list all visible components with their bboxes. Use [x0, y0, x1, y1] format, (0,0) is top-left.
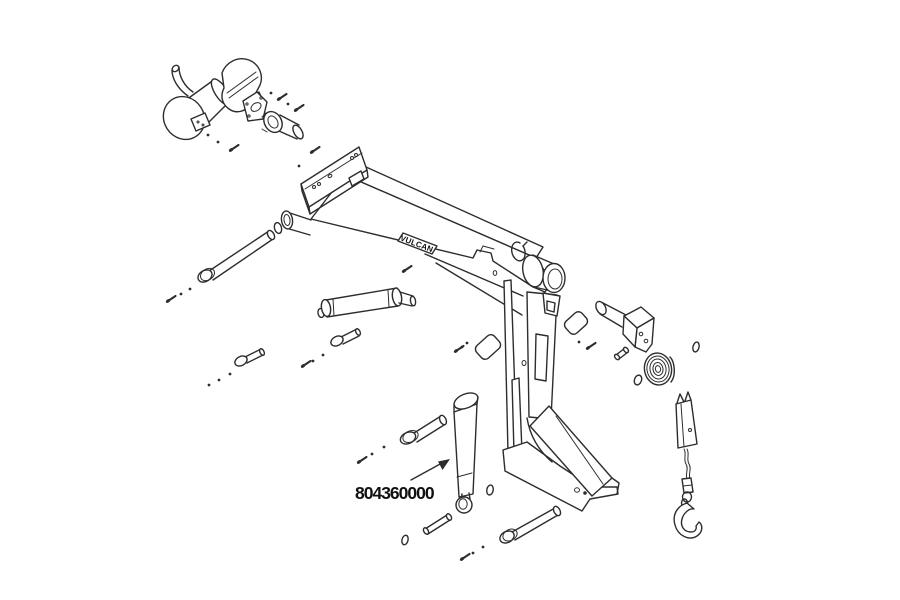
- pivot-bushing: [261, 110, 304, 140]
- o-ring-pulley: [633, 374, 643, 386]
- part-number-label: 804360000: [355, 483, 435, 503]
- o-ring-small: [401, 534, 409, 546]
- callout: 804360000: [355, 459, 450, 503]
- roll-pin: [613, 346, 630, 361]
- callout-arrow: [438, 459, 450, 470]
- o-ring-hook: [692, 341, 700, 353]
- sway-cylinder: [317, 287, 417, 319]
- thrust-washer: [273, 221, 283, 235]
- winch-assembly: [162, 58, 264, 141]
- mast-weldment: [502, 279, 620, 512]
- motor-mount-flange: [242, 91, 268, 122]
- winch-handle: [171, 64, 194, 97]
- mounting-bracket-plate: [300, 146, 369, 215]
- long-mount-bolt: [499, 505, 562, 544]
- boom-beam: VULCAN: [310, 161, 553, 316]
- base-plate: [502, 405, 620, 512]
- shoulder-bolt-mid: [330, 328, 362, 347]
- cylinder-pin: [399, 414, 448, 445]
- boom-pivot-pin: [197, 229, 276, 283]
- o-ring-cylinder: [486, 484, 494, 496]
- cable-and-hook: [673, 391, 703, 539]
- sheave-pulley: [643, 352, 675, 386]
- boom-cross-tube: [280, 210, 312, 236]
- lift-cylinder: [453, 392, 479, 514]
- diamond-pad-right: [563, 311, 589, 335]
- shoulder-bolt-left: [234, 348, 266, 367]
- clevis-pin-block: [595, 300, 655, 353]
- retaining-ring: [510, 241, 528, 262]
- mounting-screws: [164, 91, 597, 563]
- rod-pin: [422, 513, 453, 535]
- pivot-boss: [521, 254, 566, 294]
- diamond-pad-left: [474, 334, 502, 360]
